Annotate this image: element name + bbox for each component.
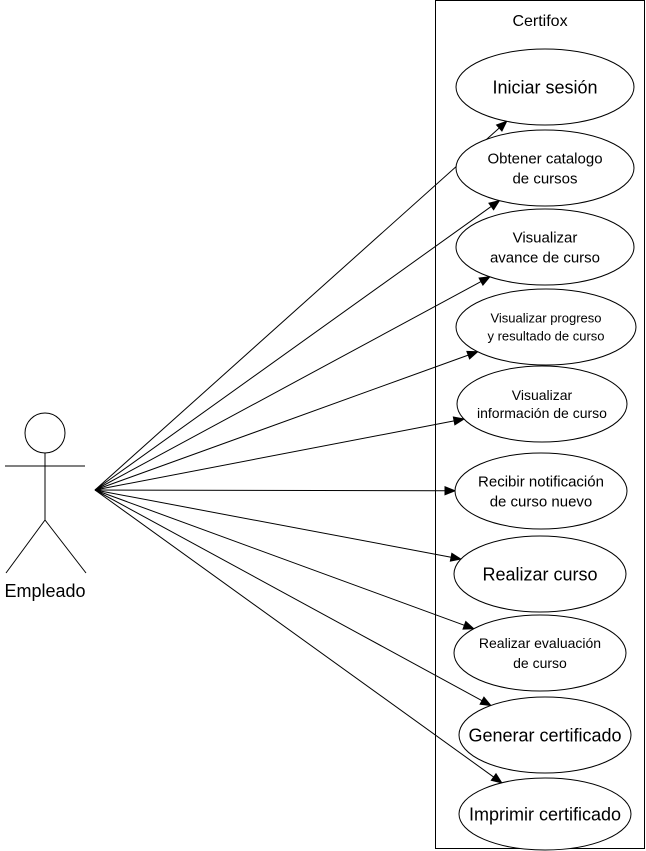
use-case: Imprimir certificado xyxy=(458,777,632,851)
use-case-label: avance de curso xyxy=(490,249,600,266)
use-case: Visualizar información de curso xyxy=(456,365,628,443)
arrowhead xyxy=(495,120,508,132)
association-line xyxy=(94,281,482,491)
association-line xyxy=(94,127,500,491)
actor-head xyxy=(24,412,66,454)
use-case-label: información de curso xyxy=(477,405,607,421)
use-case: Iniciar sesión xyxy=(455,48,635,126)
association-line xyxy=(94,420,455,491)
association-line xyxy=(94,354,469,491)
use-case-label: Recibir notificación xyxy=(478,473,604,490)
use-case-ellipse xyxy=(455,48,635,126)
actor-right-leg xyxy=(44,519,87,574)
association-lines xyxy=(94,120,508,784)
use-case-label: y resultado de curso xyxy=(487,329,604,344)
use-case-ellipse xyxy=(456,365,628,443)
arrowhead xyxy=(466,350,479,360)
use-case: Visualizar progreso y resultado de curso xyxy=(455,288,637,366)
arrowhead xyxy=(488,199,501,211)
association-line xyxy=(94,489,483,702)
association-line xyxy=(94,489,465,626)
association-line xyxy=(94,489,494,778)
use-case-label: Realizar curso xyxy=(482,564,597,584)
use-case-label: Iniciar sesión xyxy=(492,77,597,97)
use-case-ellipse xyxy=(455,288,637,366)
actor-figure xyxy=(5,412,87,574)
arrowhead xyxy=(462,620,476,630)
use-case: Generar certificado xyxy=(458,696,632,774)
arrowhead xyxy=(444,486,457,496)
use-case: Obtener catalogo de cursos xyxy=(455,129,635,207)
use-case: Recibir notificación de curso nuevo xyxy=(454,452,628,530)
use-case-label: de cursos xyxy=(512,170,577,187)
use-case-label: Obtener catalogo xyxy=(487,150,602,167)
use-case-label: de curso xyxy=(513,655,567,671)
use-case-ellipse xyxy=(453,614,627,692)
arrowhead xyxy=(479,696,492,707)
arrowhead xyxy=(490,772,503,784)
use-case-label: Generar certificado xyxy=(468,725,621,745)
use-case-ellipse xyxy=(453,535,627,613)
arrowhead xyxy=(449,552,463,562)
arrowhead xyxy=(478,276,491,286)
use-case-ellipse xyxy=(458,696,632,774)
use-case-ellipse xyxy=(455,129,635,207)
arrowhead xyxy=(452,416,466,426)
actor-left-leg xyxy=(5,519,46,574)
use-case-ellipse xyxy=(455,208,635,286)
use-case-ellipse xyxy=(458,777,632,851)
use-case-label: Visualizar xyxy=(513,229,578,246)
use-case-label: de curso nuevo xyxy=(490,493,593,510)
association-line xyxy=(94,489,452,558)
use-case: Realizar curso xyxy=(453,535,627,613)
actor-label: Empleado xyxy=(4,581,85,601)
use-case-label: Visualizar xyxy=(512,387,573,403)
association-line xyxy=(94,489,446,492)
use-case-label: Realizar evaluación xyxy=(479,635,601,651)
use-case: Realizar evaluación de curso xyxy=(453,614,627,692)
system-title: Certifox xyxy=(512,13,567,30)
association-line xyxy=(94,206,492,491)
use-case-label: Visualizar progreso xyxy=(490,311,601,326)
use-case-ellipse xyxy=(454,452,628,530)
use-case-label: Imprimir certificado xyxy=(469,804,621,824)
use-case: Visualizar avance de curso xyxy=(455,208,635,286)
